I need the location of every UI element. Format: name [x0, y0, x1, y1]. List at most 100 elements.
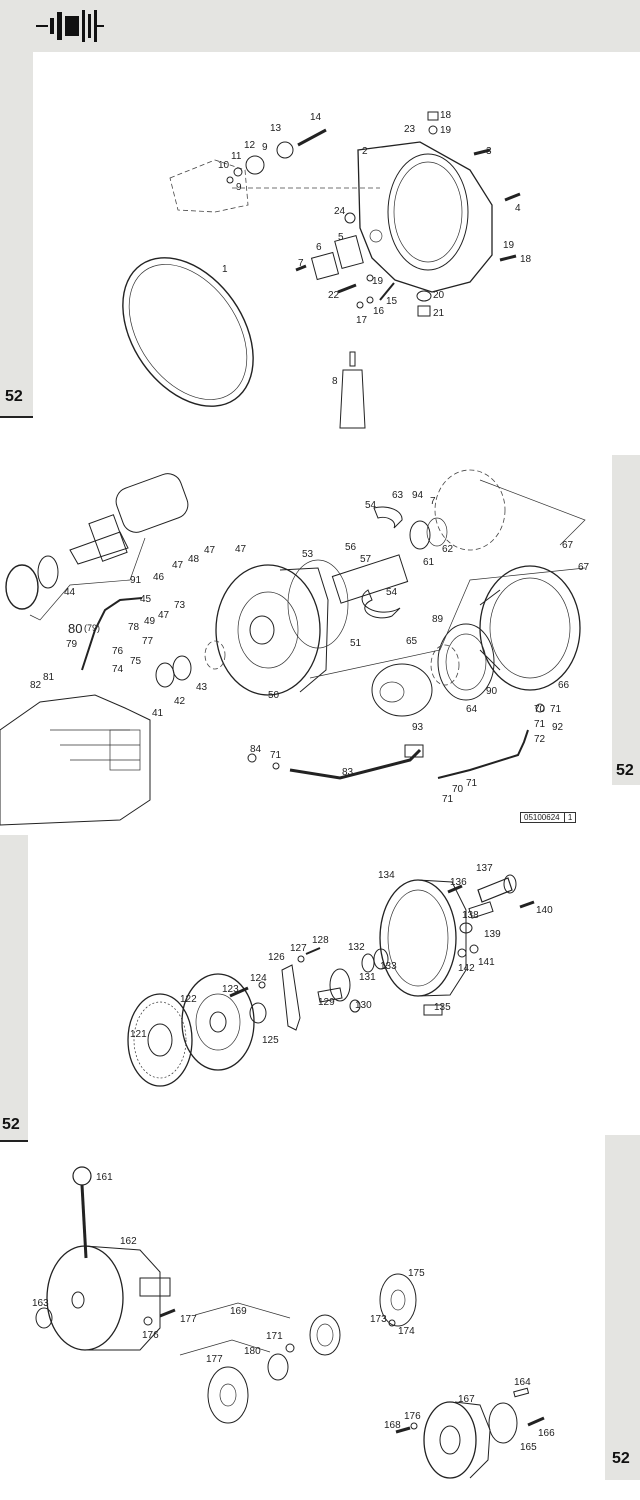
part-label: 136: [450, 877, 467, 888]
part-label: 84: [250, 744, 262, 755]
part-label: 19: [440, 125, 452, 136]
flywheel-ring: [122, 257, 254, 407]
clutch-housing-cover: [379, 879, 467, 997]
part-label: 18: [440, 110, 452, 121]
part-label: 67: [578, 562, 590, 573]
part-labels-panel4: 161 162 163 176 177 169 171 180 177 175 …: [32, 1172, 555, 1453]
part-label: 56: [345, 542, 357, 553]
part-label: 140: [536, 905, 553, 916]
part-label: 175: [408, 1268, 425, 1279]
part-label: 162: [120, 1236, 137, 1247]
part-label: 171: [266, 1331, 283, 1342]
output-flange: [423, 1401, 491, 1479]
part-label: 6: [316, 242, 322, 253]
part-label: 164: [514, 1377, 531, 1388]
part-label: 11: [231, 151, 242, 162]
part-label: 64: [466, 704, 478, 715]
part-label: 47: [158, 610, 170, 621]
part-label: 133: [380, 961, 397, 972]
part-label: (79): [84, 623, 100, 633]
part-labels-panel3: 134 137 136 138 139 140 128 127 126 132 …: [130, 863, 553, 1046]
part-label: 135: [434, 1002, 451, 1013]
part-label: 83: [342, 767, 354, 778]
drawing-number: 05100624: [524, 813, 560, 822]
part-label: 166: [538, 1428, 555, 1439]
part-label: 137: [476, 863, 493, 874]
part-label: 49: [144, 616, 156, 627]
part-label: 132: [348, 942, 365, 953]
part-label: 70: [452, 784, 464, 795]
part-label: 50: [268, 690, 280, 701]
clutch-housing: [357, 141, 493, 293]
part-label: 124: [250, 973, 267, 984]
part-label: 43: [196, 682, 208, 693]
part-label: 7: [298, 258, 304, 269]
part-label: 63: [392, 490, 404, 501]
part-label: 126: [268, 952, 285, 963]
part-label: 8: [332, 376, 338, 387]
part-label: 76: [112, 646, 124, 657]
part-label: 44: [64, 587, 76, 598]
part-label: 67: [562, 540, 574, 551]
page-tab: 52: [5, 388, 23, 405]
part-label: 66: [558, 680, 570, 691]
part-label: 78: [128, 622, 140, 633]
part-label: 77: [142, 636, 154, 647]
part-label: 71: [442, 794, 454, 805]
panel2-exploded-view: 91 44 46 47 48 47 47 53 45 73 47 80 (79)…: [0, 469, 590, 826]
part-label: 176: [142, 1330, 159, 1341]
part-label: 139: [484, 929, 501, 940]
part-label: 94: [412, 490, 424, 501]
clutch-disc: [127, 993, 193, 1087]
part-label: 41: [152, 708, 164, 719]
part-label: 22: [328, 290, 340, 301]
page-tab: 52: [612, 1450, 630, 1467]
part-label: 48: [188, 554, 200, 565]
part-label: 54: [386, 587, 398, 598]
part-label: 130: [355, 1000, 372, 1011]
part-label: 176: [404, 1411, 421, 1422]
part-label: 174: [398, 1326, 415, 1337]
drawing-sheet: 1: [563, 813, 573, 822]
part-label: 122: [180, 994, 197, 1005]
panel1-exploded-view: 14 13 12 11 10 9 9 1 2 3 18 23 19 4 24 5…: [122, 110, 532, 429]
page-tab-rule: [0, 1140, 28, 1142]
part-label: 161: [96, 1172, 113, 1183]
pressure-plate: [181, 973, 255, 1071]
part-label: 93: [412, 722, 424, 733]
part-label: 138: [462, 910, 479, 921]
part-label: 81: [43, 672, 55, 683]
part-label: 123: [222, 984, 239, 995]
part-label: 24: [334, 206, 346, 217]
part-label: 5: [338, 232, 344, 243]
part-label: 18: [520, 254, 532, 265]
part-label: 54: [365, 500, 377, 511]
left-margin-panel3: [0, 835, 28, 1140]
part-label: 46: [153, 572, 165, 583]
part-label: 2: [362, 146, 368, 157]
part-label: 82: [30, 680, 42, 691]
page-tab: 52: [2, 1116, 20, 1133]
part-label: 17: [356, 315, 368, 326]
header-bar: [0, 0, 640, 52]
clutch-bell-housing: [215, 564, 329, 696]
part-label: 129: [318, 997, 335, 1008]
part-label: 79: [66, 639, 78, 650]
part-label: 20: [433, 290, 445, 301]
part-label: 165: [520, 1442, 537, 1453]
part-label: 51: [350, 638, 362, 649]
part-labels-panel2: 91 44 46 47 48 47 47 53 45 73 47 80 (79)…: [30, 490, 590, 805]
part-label: 19: [503, 240, 515, 251]
part-label: 169: [230, 1306, 247, 1317]
part-label: 73: [174, 600, 186, 611]
part-label: 125: [262, 1035, 279, 1046]
part-label: 21: [433, 308, 445, 319]
part-label: 1: [222, 264, 228, 275]
part-label: 70: [534, 704, 546, 715]
gearbox-symbol-icon: [36, 10, 104, 42]
part-label: 23: [404, 124, 416, 135]
part-label: 65: [406, 636, 418, 647]
part-label: 121: [130, 1029, 147, 1040]
left-margin-panel1: [0, 52, 33, 417]
part-label: 57: [360, 554, 372, 565]
